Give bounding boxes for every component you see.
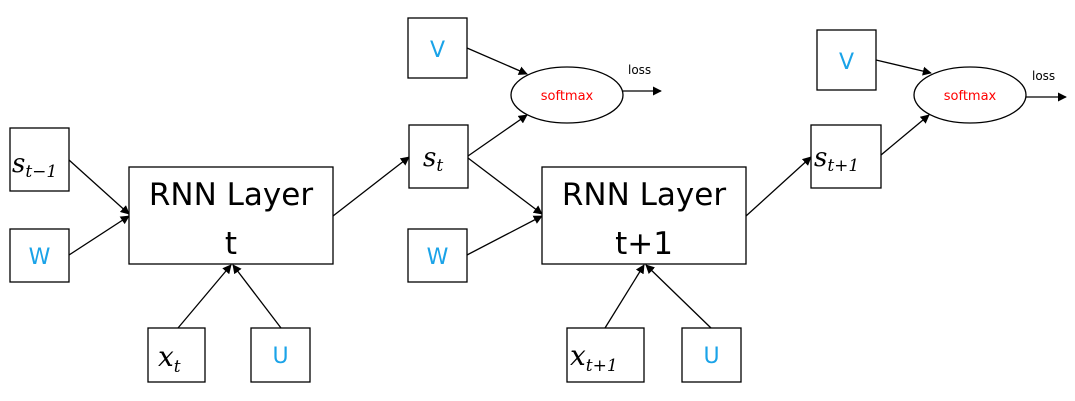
edge-rnn2-st1: [745, 156, 812, 217]
xt1-sub: t+1: [586, 356, 618, 376]
xt1-base: x: [570, 339, 586, 372]
edge-st-rnn2: [467, 157, 543, 215]
svg-text:xt+1: xt+1: [570, 339, 618, 376]
node-rnn-layer-t: RNN Layer t: [128, 166, 334, 265]
svg-text:xt: xt: [158, 340, 181, 377]
w1-label: W: [29, 245, 51, 270]
node-s-prev: st−1: [9, 127, 70, 192]
st1-base: s: [814, 143, 827, 173]
svg-text:st: st: [423, 143, 443, 176]
edge-v2-softmax2: [875, 59, 932, 76]
rnn2-step: t+1: [615, 226, 673, 262]
u2-label: U: [703, 344, 719, 369]
node-x-t: xt: [147, 327, 206, 383]
rnn2-title: RNN Layer: [562, 177, 726, 213]
node-v1: V: [407, 17, 468, 79]
node-s-t-plus-1: st+1: [810, 124, 882, 189]
edge-xt1-rnn2: [604, 264, 645, 329]
st-base: s: [423, 143, 436, 173]
xt-base: x: [158, 340, 174, 373]
edge-xt-rnn1: [177, 264, 232, 329]
rnn1-title: RNN Layer: [149, 177, 313, 213]
softmax2-label: softmax: [944, 89, 997, 104]
node-w1: W: [9, 228, 70, 283]
node-w2: W: [407, 228, 468, 283]
node-u2: U: [681, 327, 742, 383]
v2-label: V: [839, 50, 854, 75]
s-prev-sub: t−1: [25, 162, 57, 182]
edge-rnn1-st: [332, 156, 410, 217]
w2-label: W: [427, 245, 449, 270]
node-x-t-plus-1: xt+1: [566, 327, 645, 383]
loss1-label: loss: [628, 63, 651, 77]
edge-st-softmax1: [467, 114, 528, 157]
u1-label: U: [272, 344, 288, 369]
node-v2: V: [816, 29, 877, 91]
edge-w2-rnn2: [466, 215, 543, 256]
loss2-label: loss: [1032, 69, 1055, 83]
s-prev-base: s: [12, 149, 25, 179]
edges: [68, 47, 1067, 329]
svg-text:st+1: st+1: [814, 143, 859, 176]
node-s-t: st: [408, 124, 469, 189]
node-softmax2: softmax: [913, 66, 1027, 124]
svg-text:st−1: st−1: [12, 149, 57, 182]
edge-sprev-rnn1: [68, 159, 130, 215]
st1-sub: t+1: [827, 156, 859, 176]
node-u1: U: [250, 327, 311, 383]
edge-w1-rnn1: [68, 215, 130, 256]
softmax1-label: softmax: [541, 89, 594, 104]
edge-u2-rnn2: [645, 264, 712, 329]
rnn1-step: t: [225, 226, 237, 262]
edge-st1-softmax2: [880, 114, 930, 156]
node-rnn-layer-t-plus-1: RNN Layer t+1: [541, 166, 747, 265]
xt-sub: t: [174, 357, 181, 377]
edge-v1-softmax1: [466, 47, 528, 75]
v1-label: V: [430, 38, 445, 63]
edge-u1-rnn1: [232, 264, 282, 329]
node-softmax1: softmax: [510, 66, 624, 124]
st-sub: t: [436, 156, 443, 176]
